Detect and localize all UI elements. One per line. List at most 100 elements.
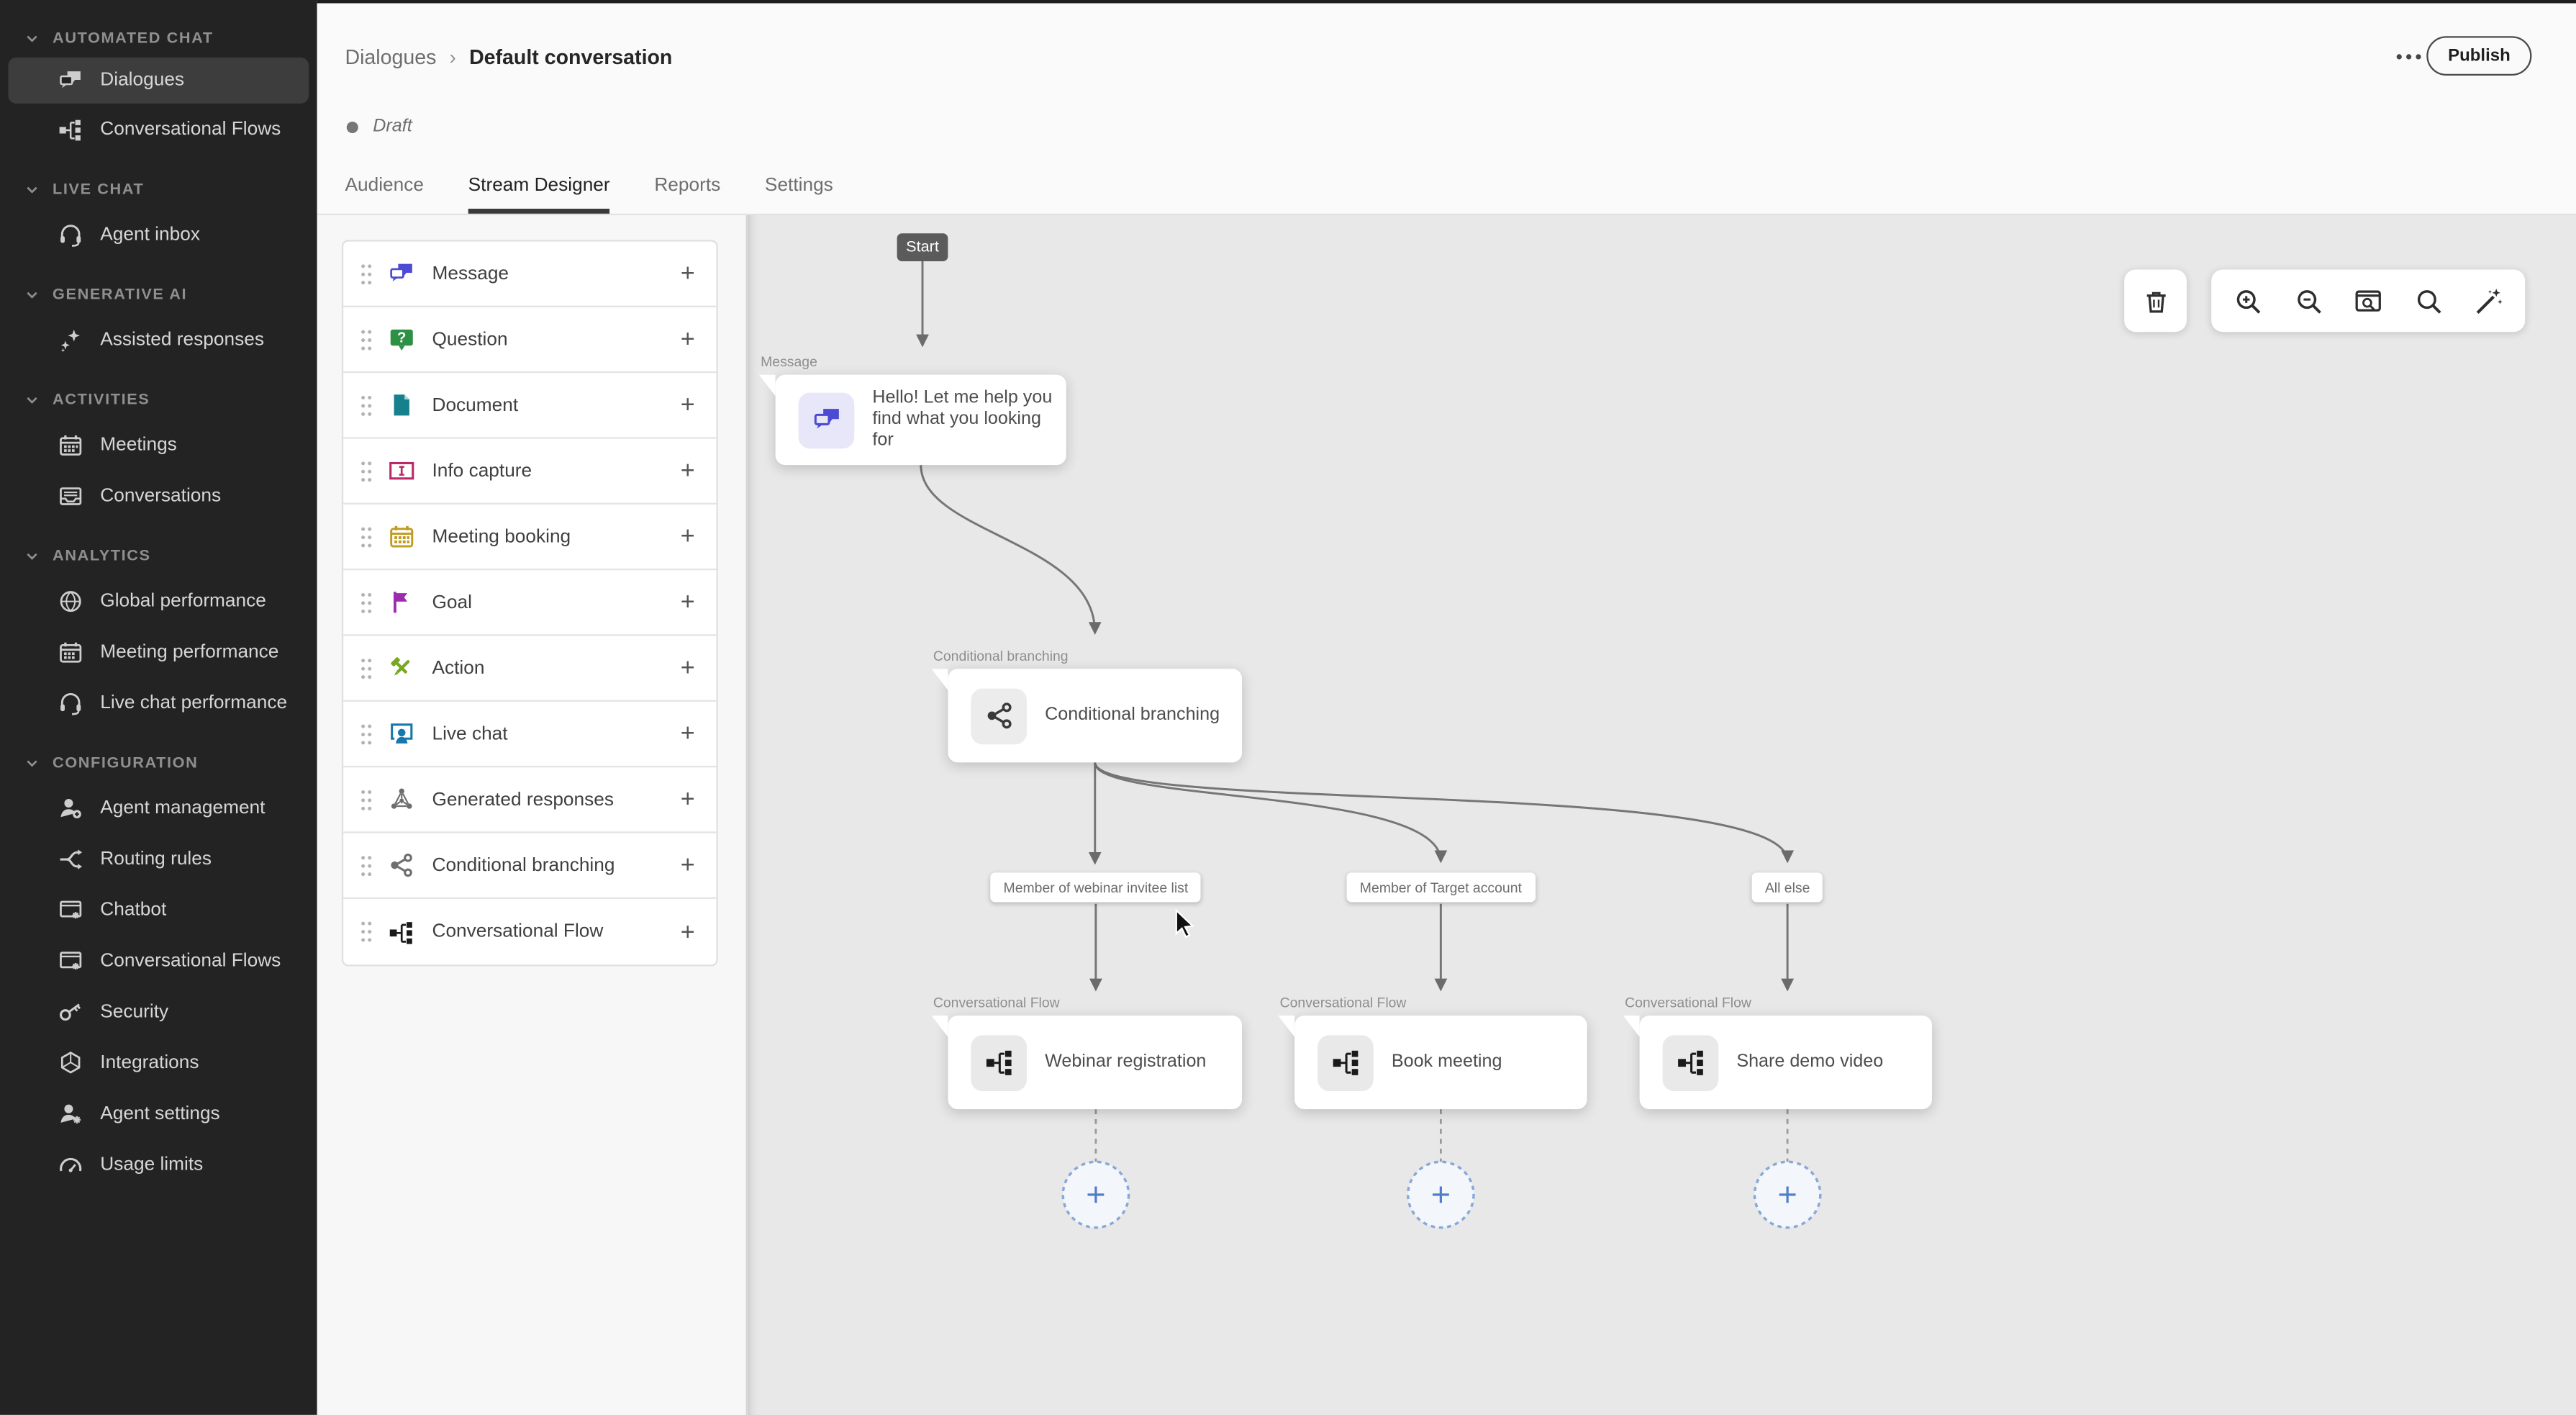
magic-wand-icon[interactable]: [2472, 285, 2503, 316]
drag-handle-icon[interactable]: [360, 262, 373, 285]
add-node-button[interactable]: +: [680, 654, 695, 682]
page-header: Dialogues › Default conversation ••• Pub…: [317, 3, 2576, 216]
palette-item-document[interactable]: Document +: [343, 373, 717, 439]
node-message[interactable]: Message Hello! Let me help you find what…: [761, 353, 1066, 466]
add-node-button[interactable]: +: [680, 918, 695, 946]
status-dot-icon: [346, 120, 358, 132]
branch-label[interactable]: All else: [1751, 872, 1823, 903]
drag-handle-icon[interactable]: [360, 921, 373, 944]
chat-bubbles-icon: [58, 68, 84, 94]
sidebar-item-global-performance[interactable]: Global performance: [0, 575, 317, 626]
calendar-icon: [58, 638, 84, 665]
drag-handle-icon[interactable]: [360, 525, 373, 548]
tab-stream-designer[interactable]: Stream Designer: [468, 176, 610, 214]
status-badge: Draft: [373, 117, 412, 137]
sidebar-section-header[interactable]: GENERATIVE AI: [0, 276, 317, 315]
node-book-meeting[interactable]: Conversational Flow Book meeting: [1280, 994, 1587, 1110]
window-gear-icon: [58, 896, 84, 923]
sidebar-section-header[interactable]: ANALYTICS: [0, 538, 317, 576]
add-node-button[interactable]: +: [680, 523, 695, 551]
node-conditional-branching[interactable]: Conditional branching Conditional branch…: [933, 648, 1243, 763]
delete-button[interactable]: [2124, 269, 2187, 333]
add-node-button[interactable]: +: [680, 720, 695, 748]
sidebar-item-conversational-flows-config[interactable]: Conversational Flows: [0, 935, 317, 986]
info-capture-icon: [388, 457, 416, 485]
add-node-button[interactable]: +: [680, 785, 695, 814]
flow-connectors: [916, 261, 1822, 1229]
breadcrumb-parent[interactable]: Dialogues: [345, 45, 437, 69]
more-menu-button[interactable]: •••: [2395, 48, 2426, 68]
add-node-button[interactable]: +: [680, 325, 695, 353]
sidebar-item-agent-settings[interactable]: Agent settings: [0, 1088, 317, 1139]
sidebar-item-agent-inbox[interactable]: Agent inbox: [0, 209, 317, 260]
add-node-button[interactable]: +: [680, 259, 695, 288]
meeting-booking-icon: [388, 523, 416, 551]
search-icon[interactable]: [2413, 285, 2444, 316]
add-node-button[interactable]: +: [680, 588, 695, 617]
zoom-to-fit-icon[interactable]: [2353, 285, 2384, 316]
publish-button[interactable]: Publish: [2426, 36, 2532, 76]
message-icon: [798, 392, 855, 448]
plus-icon: [1779, 1186, 1796, 1203]
palette-item-action[interactable]: Action +: [343, 636, 717, 702]
add-node-button[interactable]: +: [680, 851, 695, 880]
sidebar-section-header[interactable]: LIVE CHAT: [0, 171, 317, 209]
sidebar-item-conversational-flows[interactable]: Conversational Flows: [0, 104, 317, 155]
sidebar-item-meeting-performance[interactable]: Meeting performance: [0, 626, 317, 677]
zoom-in-icon[interactable]: [2233, 285, 2264, 316]
palette-column: Message + ? Question + Document +: [317, 215, 748, 1415]
tab-audience[interactable]: Audience: [345, 176, 424, 196]
drag-handle-icon[interactable]: [360, 854, 373, 877]
palette-item-goal[interactable]: Goal +: [343, 570, 717, 636]
palette-item-message[interactable]: Message +: [343, 242, 717, 307]
palette-item-info-capture[interactable]: Info capture +: [343, 439, 717, 505]
sidebar-item-dialogues[interactable]: Dialogues: [8, 57, 309, 104]
sidebar-item-routing-rules[interactable]: Routing rules: [0, 833, 317, 885]
tab-settings[interactable]: Settings: [764, 176, 833, 196]
sidebar-item-live-chat-performance[interactable]: Live chat performance: [0, 677, 317, 728]
add-node-button[interactable]: +: [680, 391, 695, 420]
branch-label[interactable]: Member of Target account: [1346, 872, 1536, 903]
drag-handle-icon[interactable]: [360, 656, 373, 679]
sidebar-item-agent-management[interactable]: Agent management: [0, 782, 317, 833]
flow-icon: [58, 116, 84, 143]
drag-handle-icon[interactable]: [360, 591, 373, 614]
stream-canvas[interactable]: Start Message Hello! Let me help you fin…: [747, 215, 2576, 1415]
drag-handle-icon[interactable]: [360, 327, 373, 351]
sidebar-item-assisted-responses[interactable]: Assisted responses: [0, 314, 317, 365]
sidebar-section-header[interactable]: CONFIGURATION: [0, 744, 317, 782]
palette-item-question[interactable]: ? Question +: [343, 307, 717, 374]
node-share-demo-video[interactable]: Conversational Flow Share demo video: [1625, 994, 1933, 1110]
node-webinar-registration[interactable]: Conversational Flow Webinar registration: [933, 994, 1243, 1110]
palette-item-live-chat[interactable]: Live chat +: [343, 702, 717, 768]
sidebar-item-label: Conversational Flows: [100, 119, 281, 139]
sidebar-item-integrations[interactable]: Integrations: [0, 1037, 317, 1088]
sidebar-item-chatbot[interactable]: Chatbot: [0, 884, 317, 935]
add-node-button[interactable]: +: [680, 456, 695, 485]
palette-item-conditional-branching[interactable]: Conditional branching +: [343, 833, 717, 899]
message-icon: [388, 260, 416, 288]
palette-item-conversational-flow[interactable]: Conversational Flow +: [343, 899, 716, 964]
palette-item-generated-responses[interactable]: Generated responses +: [343, 767, 717, 833]
sidebar-section-header[interactable]: ACTIVITIES: [0, 381, 317, 420]
headset-icon: [58, 690, 84, 716]
tab-bar: Audience Stream Designer Reports Setting…: [345, 176, 833, 214]
sidebar-section-header[interactable]: AUTOMATED CHAT: [0, 19, 317, 58]
connector-message-branching: [920, 465, 1102, 636]
integrations-icon: [58, 1049, 84, 1076]
inbox-icon: [58, 482, 84, 509]
zoom-out-icon[interactable]: [2292, 285, 2323, 316]
sidebar-item-usage-limits[interactable]: Usage limits: [0, 1139, 317, 1190]
branch-label[interactable]: Member of webinar invitee list: [990, 872, 1202, 903]
palette-item-meeting-booking[interactable]: Meeting booking +: [343, 505, 717, 571]
sidebar-item-meetings[interactable]: Meetings: [0, 419, 317, 470]
tab-reports[interactable]: Reports: [654, 176, 721, 196]
drag-handle-icon[interactable]: [360, 788, 373, 811]
drag-handle-icon[interactable]: [360, 722, 373, 745]
sparkles-icon: [58, 326, 84, 353]
drag-handle-icon[interactable]: [360, 394, 373, 417]
drag-handle-icon[interactable]: [360, 459, 373, 482]
sidebar-item-conversations[interactable]: Conversations: [0, 470, 317, 521]
node-type-label: Conditional branching: [933, 647, 1069, 664]
sidebar-item-security[interactable]: Security: [0, 986, 317, 1037]
